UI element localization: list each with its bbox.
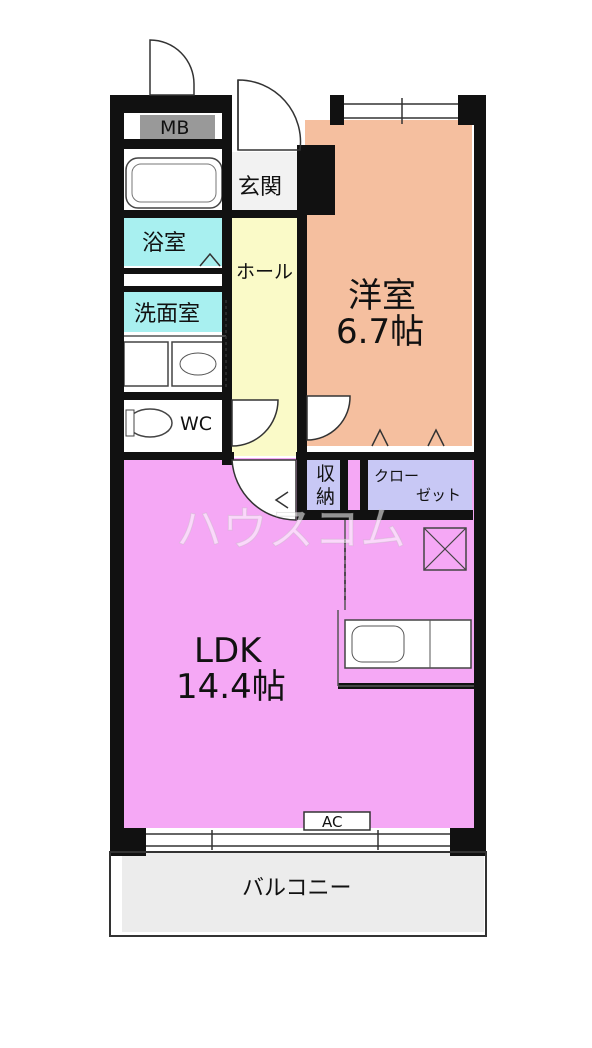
label-storage-2: 納 (316, 486, 335, 508)
ac-unit (303, 811, 371, 831)
watermark: ハウスコム (176, 502, 406, 556)
label-genkan: 玄関 (238, 175, 282, 200)
meter-box (140, 115, 215, 139)
label-western-room: 洋室 (348, 276, 416, 316)
label-ac: AC (322, 813, 342, 831)
toilet (127, 408, 173, 438)
balcony-area (122, 852, 484, 932)
outer-walls (110, 95, 486, 856)
inner-walls (124, 335, 474, 687)
label-storage-1: 収 (316, 463, 335, 485)
label-hall: ホール (236, 261, 293, 283)
bathroom-area (124, 218, 226, 266)
label-ldk-size: 14.4帖 (176, 667, 286, 707)
label-washroom: 洗面室 (134, 302, 200, 327)
label-mb: MB (160, 117, 189, 139)
doors (149, 39, 445, 600)
kitchen-sink (351, 625, 405, 663)
refrigerator-space (423, 527, 467, 571)
label-ldk: LDK (194, 631, 263, 671)
windows (146, 98, 458, 850)
label-closet-1: クロー (374, 467, 419, 485)
genkan-area (232, 152, 300, 212)
label-wc: WC (180, 413, 212, 435)
washing-machine (123, 341, 169, 387)
label-bathroom: 浴室 (142, 231, 186, 256)
closet-area (366, 458, 472, 512)
balcony-railing (109, 851, 487, 937)
washroom-area (124, 292, 226, 332)
label-balcony: バルコニー (242, 876, 352, 901)
label-western-room-size: 6.7帖 (336, 312, 424, 352)
label-closet-2: ゼット (416, 486, 461, 504)
